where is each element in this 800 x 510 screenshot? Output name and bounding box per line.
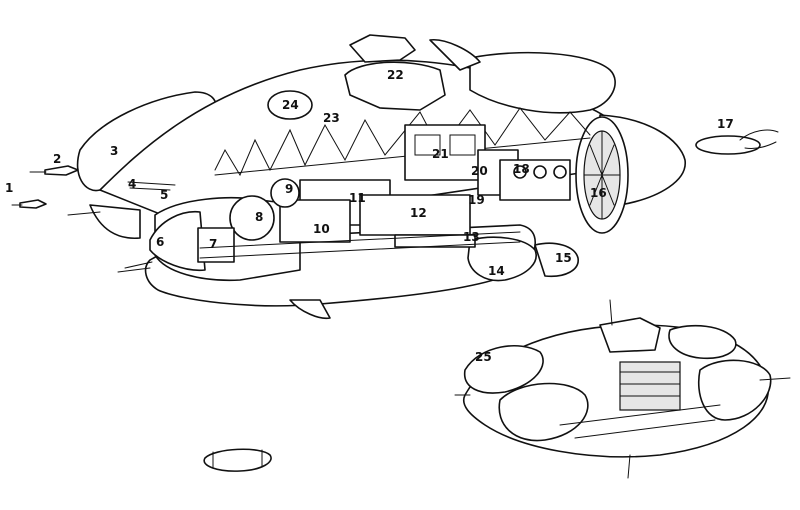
callout-21: 21: [432, 147, 449, 161]
callout-14: 14: [488, 264, 505, 278]
deck-13: [394, 234, 476, 248]
escort-2: [44, 165, 79, 176]
tank-9: [270, 178, 300, 208]
callout-18: 18: [513, 162, 530, 176]
callout-17: 17: [717, 117, 734, 131]
callout-19: 19: [468, 193, 485, 207]
top-fin: [349, 34, 416, 63]
escort-1: [19, 199, 47, 209]
ship-25-vent-panel: [619, 361, 681, 411]
callout-15: 15: [555, 251, 572, 265]
tank-8: [229, 195, 275, 241]
callout-4: 4: [128, 177, 136, 191]
callout-2: 2: [53, 152, 61, 166]
lower-fin-rear: [89, 204, 141, 240]
shuttle-17: [695, 129, 779, 155]
upper-right-spike: [429, 39, 481, 71]
top-canopy: [344, 61, 446, 111]
compartment-21: [404, 124, 486, 181]
callout-22: 22: [387, 68, 404, 82]
callout-10: 10: [313, 222, 330, 236]
ship-25-pod-top: [668, 324, 737, 360]
callout-16: 16: [590, 186, 607, 200]
callout-24: 24: [282, 98, 299, 112]
upper-right-pod: [469, 51, 616, 114]
callout-11: 11: [349, 191, 366, 205]
callout-8: 8: [255, 210, 263, 224]
callout-25: 25: [475, 350, 492, 364]
main-ship: [11, 34, 686, 320]
callout-7: 7: [209, 237, 217, 251]
callout-23: 23: [323, 111, 340, 125]
capsule: [203, 448, 272, 472]
insignia-24: [267, 90, 313, 120]
ship-25-cockpit: [599, 317, 661, 353]
ship-25-pod-left: [464, 345, 544, 394]
callout-6: 6: [156, 235, 164, 249]
lower-fin: [289, 299, 331, 320]
lower-right-pod: [467, 236, 537, 282]
ship-25: [454, 299, 791, 479]
callout-3: 3: [110, 144, 118, 158]
callout-5: 5: [160, 188, 168, 202]
interior-truss: [214, 107, 591, 177]
callout-13: 13: [463, 230, 480, 244]
callout-12: 12: [410, 206, 427, 220]
callout-1: 1: [5, 181, 13, 195]
ship-25-pod-front: [498, 382, 589, 442]
callout-9: 9: [285, 182, 293, 196]
callout-labels: 1 2 3 4 5 6 7 8 9 10 11 12 13 14 15 16 1…: [5, 68, 734, 364]
callout-20: 20: [471, 164, 488, 178]
side-pod-15: [534, 242, 579, 278]
